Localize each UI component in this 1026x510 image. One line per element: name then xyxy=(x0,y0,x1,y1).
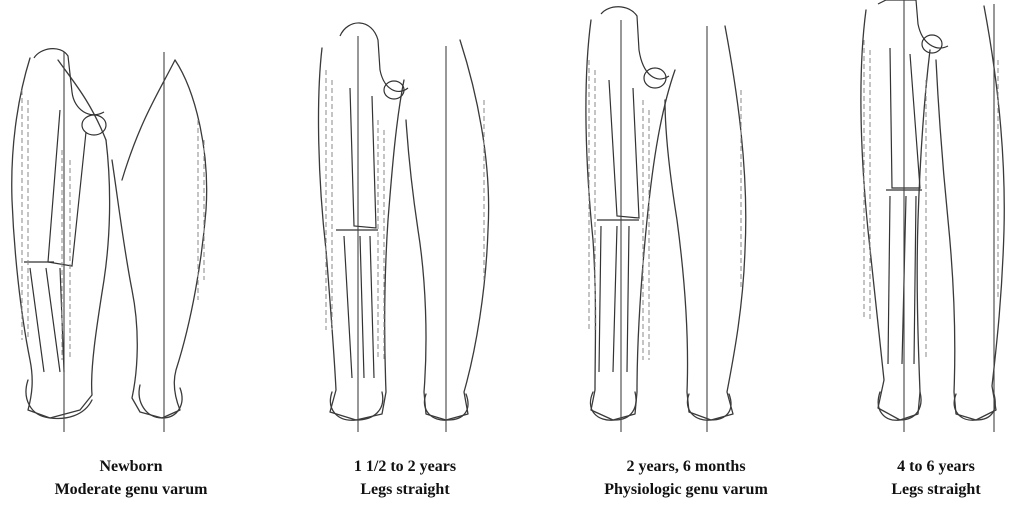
stage-age: 1 1/2 to 2 years xyxy=(300,455,510,478)
stage-newborn: Newborn Moderate genu varum xyxy=(0,0,240,510)
stage-description: Legs straight xyxy=(300,478,510,501)
toddler-legs-illustration xyxy=(300,0,520,450)
stage-preschool: 2 years, 6 months Physiologic genu varum xyxy=(565,0,800,510)
stage-description: Physiologic genu varum xyxy=(571,478,801,501)
preschool-legs-illustration xyxy=(565,0,800,450)
stage-age: 2 years, 6 months xyxy=(571,455,801,478)
stage-toddler: 1 1/2 to 2 years Legs straight xyxy=(300,0,520,510)
stage-description: Moderate genu varum xyxy=(26,478,236,501)
school-age-legs-illustration xyxy=(846,0,1026,450)
stage-caption: 1 1/2 to 2 years Legs straight xyxy=(300,455,510,501)
stage-age: Newborn xyxy=(26,455,236,478)
stage-description: Legs straight xyxy=(850,478,1022,501)
stage-caption: 2 years, 6 months Physiologic genu varum xyxy=(571,455,801,501)
stage-caption: 4 to 6 years Legs straight xyxy=(850,455,1022,501)
stage-school-age: 4 to 6 years Legs straight xyxy=(846,0,1026,510)
stage-age: 4 to 6 years xyxy=(850,455,1022,478)
stage-caption: Newborn Moderate genu varum xyxy=(26,455,236,501)
newborn-legs-illustration xyxy=(0,0,240,450)
